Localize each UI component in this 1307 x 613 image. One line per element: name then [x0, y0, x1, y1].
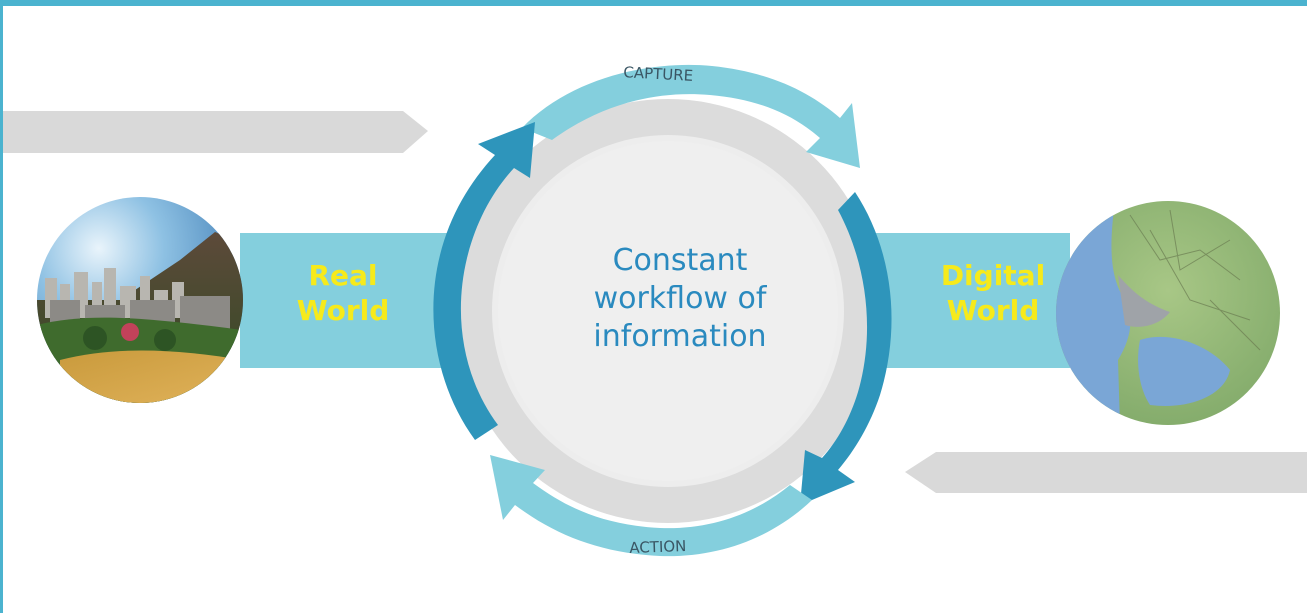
grey-arrow-top: [3, 111, 428, 153]
digital-world-label: Digital World: [918, 258, 1068, 328]
map-photo: [1056, 201, 1280, 425]
right-arc: [800, 192, 892, 505]
center-text-line1: Constant: [612, 243, 748, 278]
real-world-label-line2: World: [296, 294, 390, 327]
left-arc: [433, 122, 535, 440]
capture-arc: [522, 64, 860, 168]
real-world-label: Real World: [268, 258, 418, 328]
digital-world-label-line1: Digital: [940, 259, 1046, 292]
center-text-line2: workflow of: [593, 281, 767, 316]
center-text-line3: information: [593, 319, 767, 354]
grey-arrow-bottom: [905, 452, 1307, 493]
action-label: ACTION: [629, 537, 687, 557]
city-photo: [37, 197, 243, 403]
center-text: Constant workflow of information: [540, 242, 820, 356]
real-world-label-line1: Real: [308, 259, 378, 292]
action-arc: [490, 455, 812, 557]
digital-world-label-line2: World: [946, 294, 1040, 327]
center-core-disc: [498, 141, 838, 481]
capture-label: CAPTURE: [623, 63, 694, 85]
